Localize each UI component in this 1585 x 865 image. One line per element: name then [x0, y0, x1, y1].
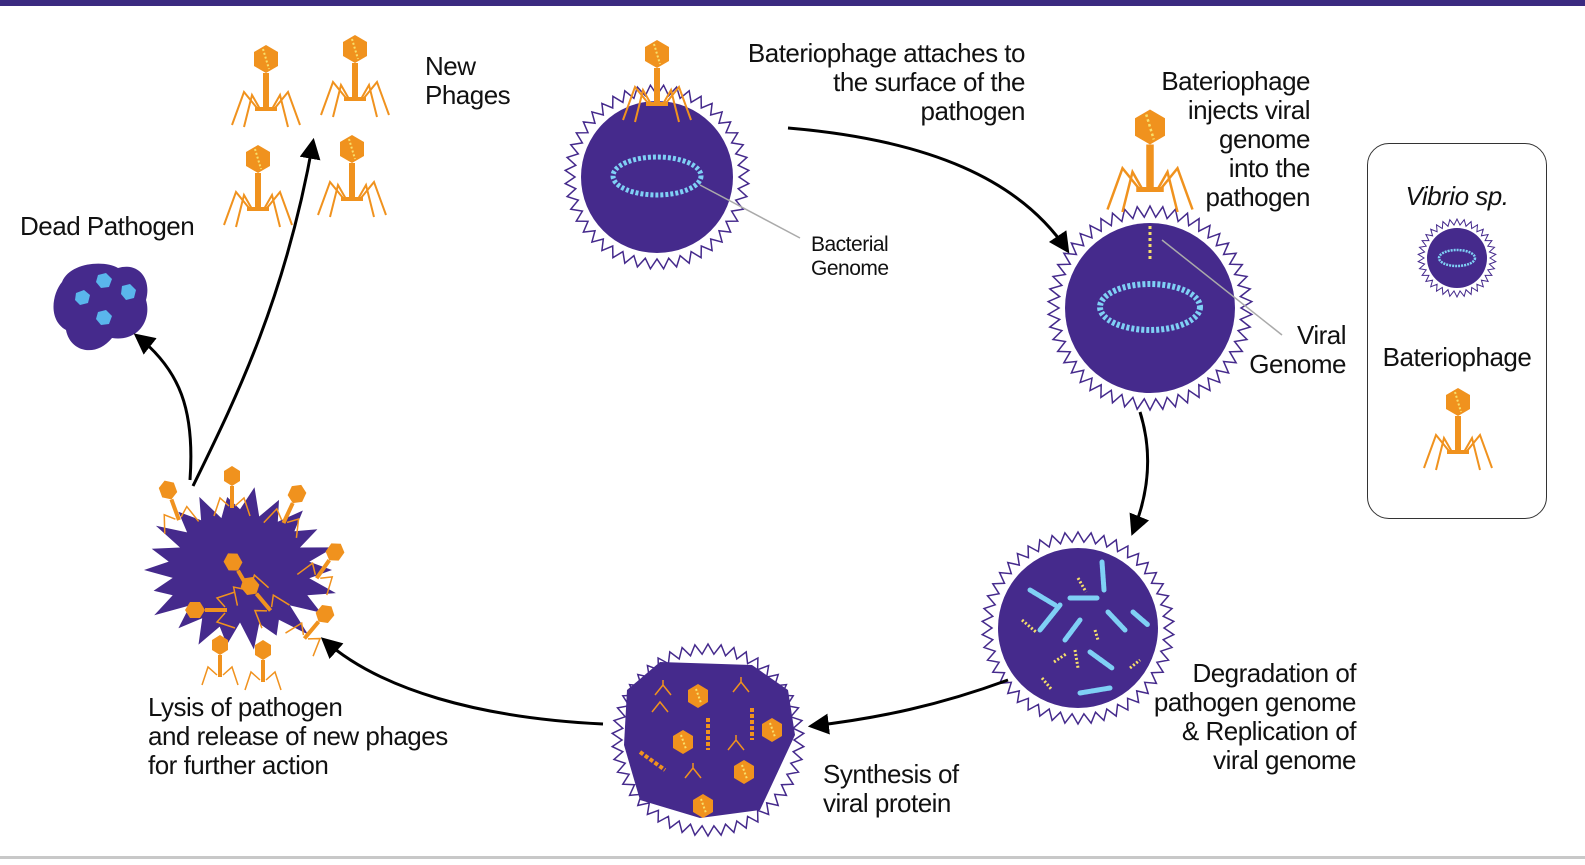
arrow-synthesis-to-lysis — [320, 637, 604, 726]
arrow-attach-to-inject — [787, 126, 1070, 254]
pathogen-cell-synthesis — [610, 642, 806, 838]
arrow-inject-to-replication — [1129, 411, 1150, 536]
label-inject: Bateriophage injects viral genome into t… — [1161, 66, 1310, 212]
pathogen-cell-lysis — [144, 464, 358, 692]
footer-line — [0, 856, 1585, 859]
header-bar — [0, 0, 1585, 6]
label-lysis: Lysis of pathogen and release of new pha… — [148, 692, 448, 780]
label-attach: Bateriophage attaches to the surface of … — [747, 38, 1026, 126]
label-synthesis: Synthesis of viral protein — [823, 759, 959, 818]
arrow-replication-to-synthesis — [807, 678, 1009, 735]
label-bacterial-genome: Bacterial Genome — [811, 233, 889, 280]
pathogen-cell-attach — [563, 39, 801, 271]
label-degradation: Degradation of pathogen genome & Replica… — [1153, 658, 1357, 775]
label-new-phages: New Phages — [425, 51, 511, 110]
pathogen-cell-replication — [980, 530, 1176, 726]
legend-vibrio-label: Vibrio sp. — [1405, 181, 1509, 211]
label-viral-genome: Viral Genome — [1249, 320, 1346, 379]
arrow-lysis-to-dead — [133, 333, 193, 481]
pathogen-cell-inject — [1046, 108, 1283, 412]
legend-vibrio-icon — [1417, 217, 1497, 299]
arrow-lysis-to-new-phages — [191, 137, 321, 487]
label-dead-pathogen: Dead Pathogen — [20, 211, 195, 241]
new-phages-group — [223, 34, 390, 228]
legend-box — [1367, 143, 1547, 519]
legend-phage-label: Bateriophage — [1382, 342, 1532, 372]
dead-pathogen — [53, 263, 148, 351]
